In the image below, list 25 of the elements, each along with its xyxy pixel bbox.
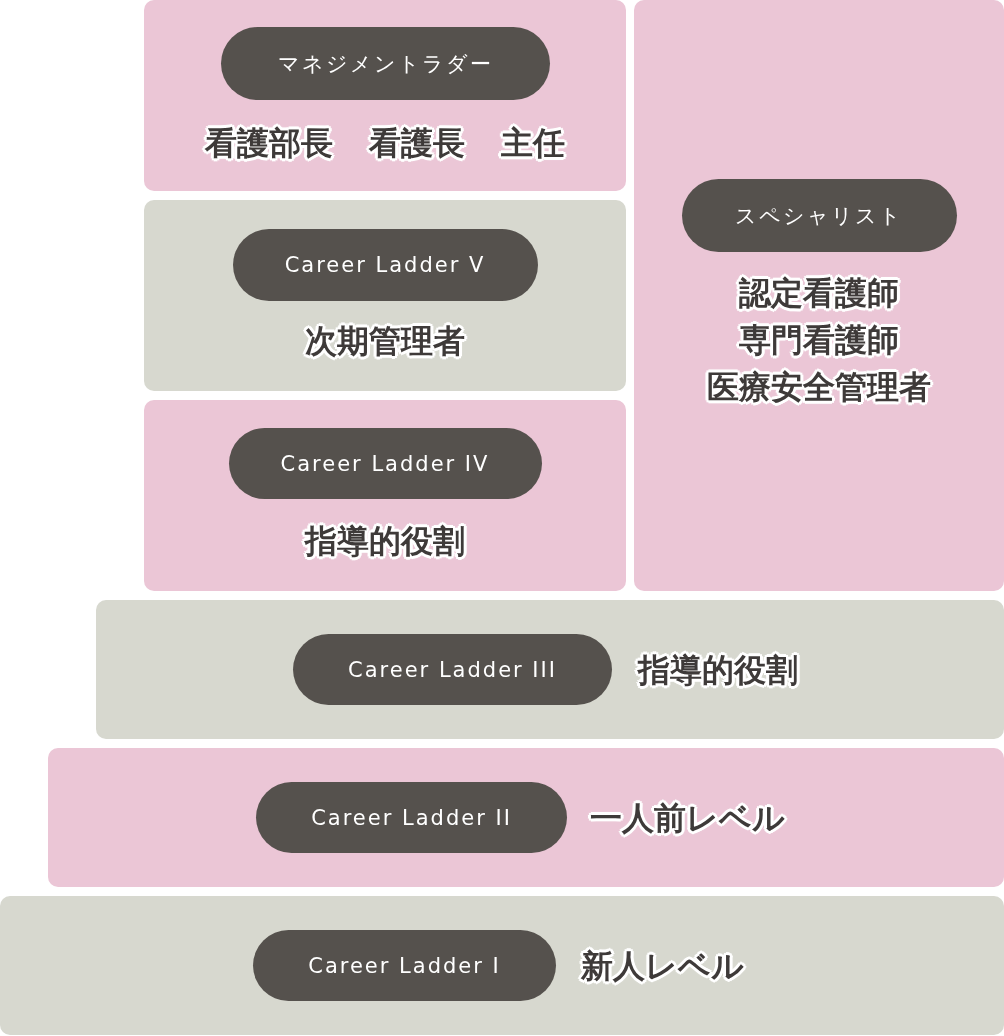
level-pill: Career Ladder I bbox=[253, 930, 556, 1001]
level-pill: マネジメントラダー bbox=[220, 27, 550, 100]
role-text: 指導的役割 bbox=[305, 521, 465, 561]
role-text: 主任 bbox=[501, 123, 565, 163]
role-text: 一人前レベル bbox=[590, 797, 785, 838]
role-text: 看護部長 bbox=[205, 123, 333, 163]
level-panel bbox=[0, 896, 1004, 1035]
role-text: 看護長 bbox=[369, 123, 465, 163]
level-panel bbox=[634, 0, 1004, 591]
level-panel bbox=[144, 400, 626, 591]
role-text: 次期管理者 bbox=[305, 321, 465, 361]
role-text: 専門看護師 bbox=[739, 320, 899, 361]
level-panel bbox=[96, 600, 1004, 739]
level-pill: スペシャリスト bbox=[681, 179, 957, 252]
role-text: 医療安全管理者 bbox=[707, 367, 931, 408]
level-pill: Career Ladder III bbox=[293, 634, 612, 705]
role-text: 指導的役割 bbox=[638, 649, 798, 690]
level-pill: Career Ladder IV bbox=[228, 428, 542, 499]
level-pill: Career Ladder II bbox=[256, 782, 567, 853]
level-panel bbox=[48, 748, 1004, 887]
level-pill: Career Ladder V bbox=[232, 229, 538, 301]
role-text: 認定看護師 bbox=[739, 273, 899, 314]
role-text: 新人レベル bbox=[581, 945, 744, 986]
level-panel bbox=[144, 200, 626, 391]
level-panel bbox=[144, 0, 626, 191]
